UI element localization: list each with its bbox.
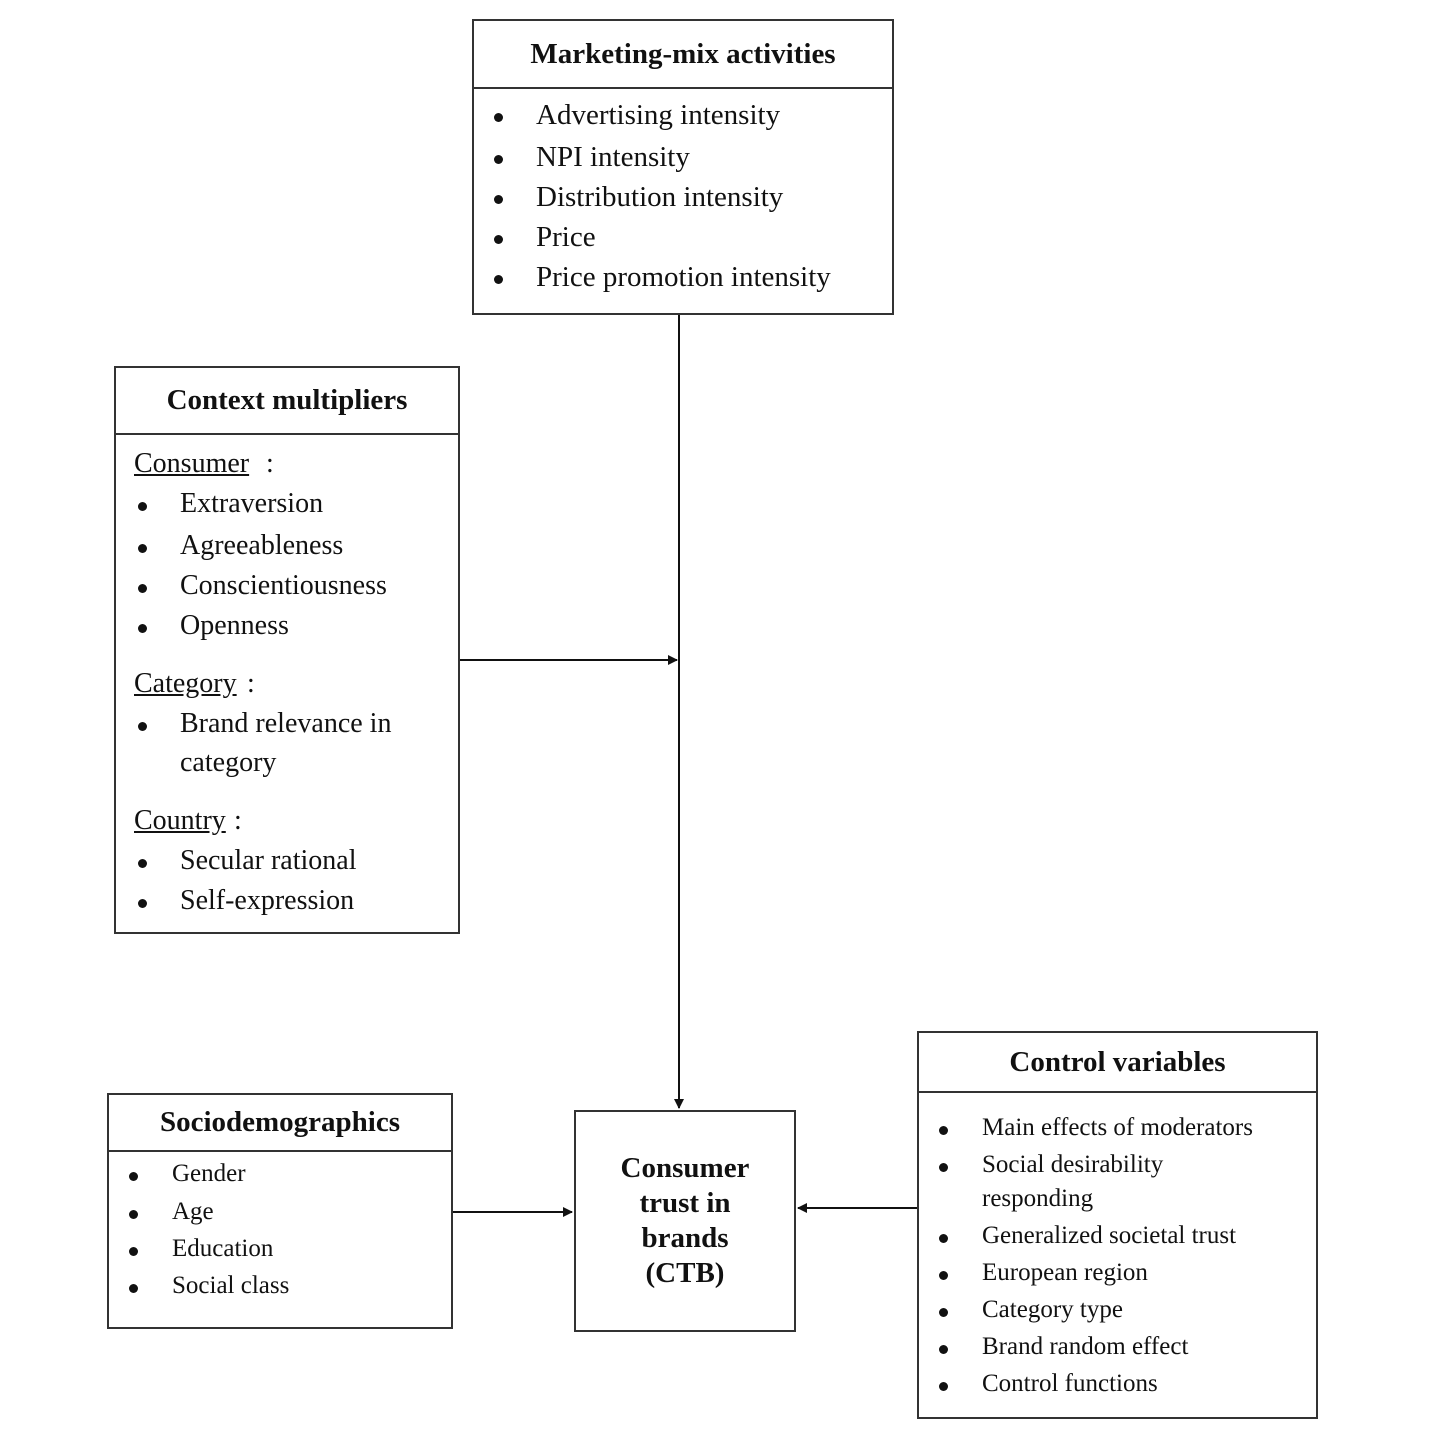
marketing-mix-title: Marketing-mix activities [474, 21, 892, 89]
bullet-icon [939, 1345, 948, 1354]
marketing-mix-box: Marketing-mix activities Advertising int… [472, 19, 894, 315]
list-item: Price promotion intensity [536, 261, 831, 293]
bullet-icon [138, 584, 147, 593]
list-item: European region [982, 1259, 1148, 1286]
bullet-icon [939, 1382, 948, 1391]
bullet-icon [138, 899, 147, 908]
list-item: Gender [172, 1160, 246, 1187]
list-item: Social desirability [982, 1151, 1164, 1178]
list-item: Control functions [982, 1370, 1158, 1397]
bullet-icon [129, 1172, 138, 1181]
list-item: Brand relevance in [180, 708, 392, 739]
list-item: Distribution intensity [536, 181, 784, 213]
group-heading-category: Category [134, 668, 237, 699]
list-item: Extraversion [180, 488, 324, 519]
list-item: Main effects of moderators [982, 1114, 1253, 1141]
bullet-icon [129, 1247, 138, 1256]
list-item: NPI intensity [536, 141, 690, 173]
context-multipliers-title: Context multipliers [116, 368, 458, 435]
bullet-icon [939, 1271, 948, 1280]
bullet-icon [138, 502, 147, 511]
bullet-icon [494, 275, 503, 284]
bullet-icon [129, 1284, 138, 1293]
bullet-icon [138, 544, 147, 553]
sociodemographics-box: Sociodemographics Gender Age Education S… [107, 1093, 453, 1329]
list-item: Brand random effect [982, 1333, 1189, 1360]
list-item: Self-expression [180, 885, 355, 916]
bullet-icon [494, 195, 503, 204]
bullet-icon [939, 1234, 948, 1243]
list-item: Category type [982, 1296, 1123, 1323]
bullet-icon [939, 1163, 948, 1172]
bullet-icon [129, 1210, 138, 1219]
ctb-label: Consumer trust in brands (CTB) [620, 1152, 750, 1289]
list-item: Agreeableness [180, 530, 344, 561]
list-item: responding [982, 1185, 1094, 1212]
bullet-icon [939, 1126, 948, 1135]
list-item: Social class [172, 1272, 290, 1299]
list-item: Price [536, 221, 596, 253]
bullet-icon [494, 235, 503, 244]
control-variables-box: Control variables Main effects of modera… [917, 1031, 1318, 1419]
bullet-icon [138, 624, 147, 633]
bullet-icon [138, 859, 147, 868]
context-multipliers-box: Context multipliers Consumer: Extraversi… [114, 366, 460, 934]
bullet-icon [494, 113, 503, 122]
list-item: Advertising intensity [536, 99, 781, 131]
ctb-box: Consumer trust in brands (CTB) [574, 1110, 796, 1332]
bullet-icon [939, 1308, 948, 1317]
bullet-icon [138, 722, 147, 731]
list-item: Generalized societal trust [982, 1222, 1237, 1249]
list-item: Secular rational [180, 845, 357, 876]
list-item: Age [172, 1198, 214, 1225]
list-item: category [180, 747, 277, 778]
control-variables-title: Control variables [919, 1033, 1316, 1093]
sociodemographics-title: Sociodemographics [109, 1095, 451, 1152]
bullet-icon [494, 155, 503, 164]
list-item: Conscientiousness [180, 570, 387, 601]
list-item: Openness [180, 610, 289, 641]
group-heading-consumer: Consumer [134, 448, 250, 479]
list-item: Education [172, 1235, 274, 1262]
group-heading-country: Country [134, 805, 226, 836]
